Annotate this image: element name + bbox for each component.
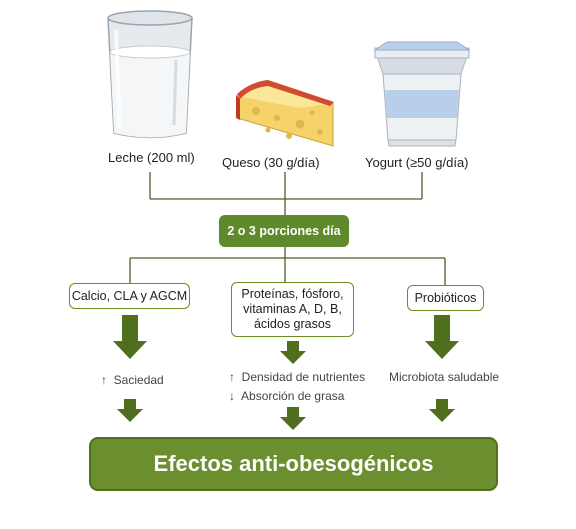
- up-arrow-icon: ↑: [101, 373, 107, 387]
- final-outcome-label: Efectos anti-obesogénicos: [153, 451, 434, 476]
- component-label-line: Proteínas, fósforo,: [241, 287, 344, 301]
- food-label-cheese: Queso (30 g/día): [222, 155, 320, 170]
- effect-text: Microbiota saludable: [389, 370, 500, 384]
- down-arrow-icon: ↓: [229, 389, 235, 403]
- effect-satiety: ↑ Saciedad: [101, 373, 164, 387]
- component-box-calcium: Calcio, CLA y AGCM: [69, 283, 190, 309]
- final-outcome-box: Efectos anti-obesogénicos: [89, 437, 498, 491]
- food-label-yogurt: Yogurt (≥50 g/día): [365, 155, 469, 170]
- food-label-milk: Leche (200 ml): [108, 150, 195, 165]
- down-arrow-icon: [425, 315, 459, 359]
- effect-microbiota: Microbiota saludable: [389, 370, 499, 384]
- down-arrow-icon: [280, 407, 306, 430]
- up-arrow-icon: ↑: [229, 370, 235, 384]
- component-label: Probióticos: [414, 290, 477, 305]
- servings-per-day-label: 2 o 3 porciones día: [219, 215, 349, 247]
- effect-fat-absorption: ↓ Absorción de grasa: [229, 389, 344, 403]
- servings-text: 2 o 3 porciones día: [227, 224, 341, 238]
- effect-text: Absorción de grasa: [241, 389, 345, 403]
- down-arrow-icon: [429, 399, 455, 422]
- component-label-line: ácidos grasos: [253, 317, 332, 331]
- component-box-nutrients: Proteínas, fósforo, vitaminas A, D, B, á…: [231, 282, 354, 337]
- down-arrow-icon: [280, 341, 306, 364]
- effect-text: Saciedad: [113, 373, 164, 387]
- effect-text: Densidad de nutrientes: [241, 370, 366, 384]
- effect-nutrient-density: ↑ Densidad de nutrientes: [229, 370, 365, 384]
- down-arrow-icon: [117, 399, 143, 422]
- component-label-line: vitaminas A, D, B,: [243, 302, 342, 316]
- component-box-probiotics: Probióticos: [407, 285, 484, 311]
- component-label: Calcio, CLA y AGCM: [71, 288, 188, 303]
- down-arrow-icon: [113, 315, 147, 359]
